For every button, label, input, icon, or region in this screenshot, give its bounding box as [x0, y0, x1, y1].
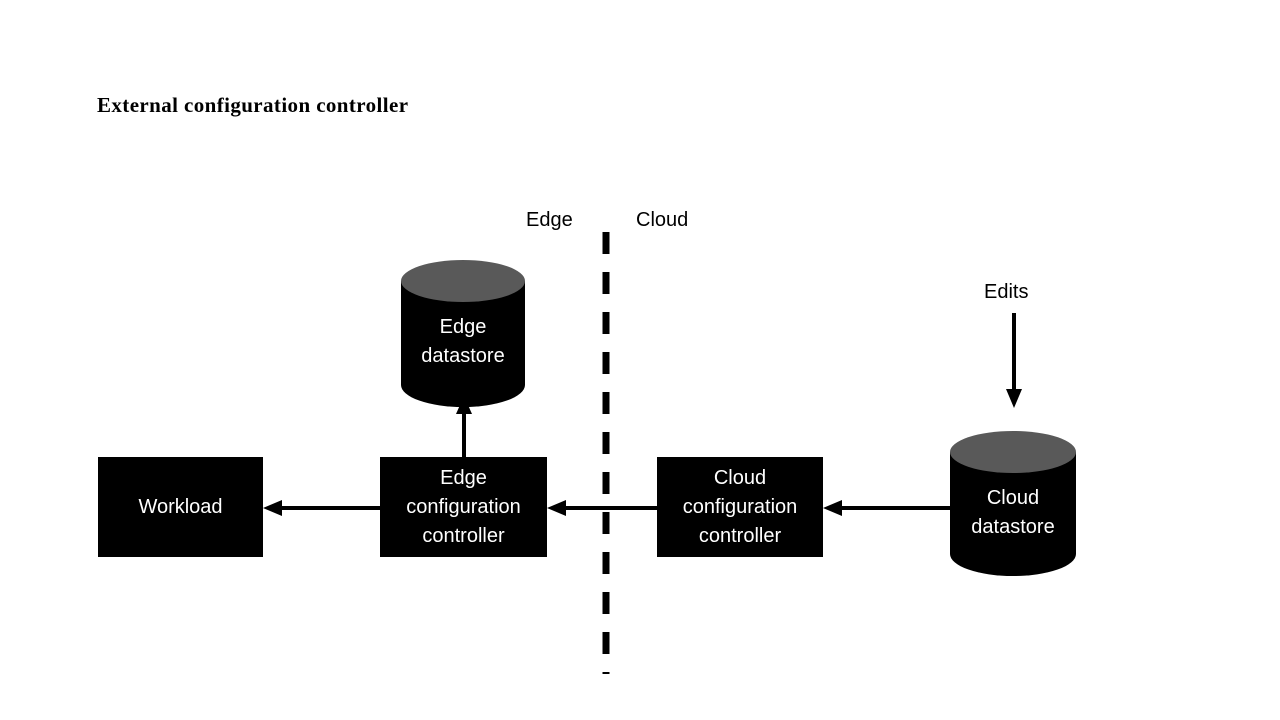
zone-label-edge: Edge	[526, 209, 573, 231]
node-cloud-configuration-controller-label: Cloud configuration controller	[683, 464, 798, 551]
page-title: External configuration controller	[97, 93, 409, 117]
node-line: Edge	[440, 466, 487, 489]
node-line: configuration	[682, 495, 798, 518]
node-edge-configuration-controller-label: Edge configuration controller	[406, 464, 521, 551]
arrow-edge-controller-to-edge-datastore	[453, 396, 475, 458]
zone-label-cloud: Cloud	[636, 209, 689, 231]
arrow-edits-to-cloud-datastore	[1003, 313, 1025, 408]
node-line: Workload	[138, 495, 223, 518]
arrow-cloud-controller-to-edge-controller	[547, 497, 659, 519]
node-line: Cloud	[713, 466, 767, 489]
node-edge-datastore[interactable]: Edge datastore	[399, 259, 527, 407]
edge-cloud-boundary-divider	[598, 232, 614, 674]
node-line: controller	[698, 524, 782, 547]
node-line: configuration	[406, 495, 521, 518]
node-edge-configuration-controller[interactable]: Edge configuration controller	[380, 457, 547, 557]
node-workload[interactable]: Workload	[98, 457, 263, 557]
node-cloud-configuration-controller[interactable]: Cloud configuration controller	[657, 457, 823, 557]
annotation-edits: Edits	[984, 281, 1029, 303]
node-line: controller	[422, 524, 505, 547]
arrow-edge-controller-to-workload	[263, 497, 382, 519]
arrow-cloud-datastore-to-cloud-controller	[823, 497, 950, 519]
node-workload-label: Workload	[138, 493, 222, 522]
node-cloud-datastore[interactable]: Cloud datastore	[948, 430, 1078, 578]
